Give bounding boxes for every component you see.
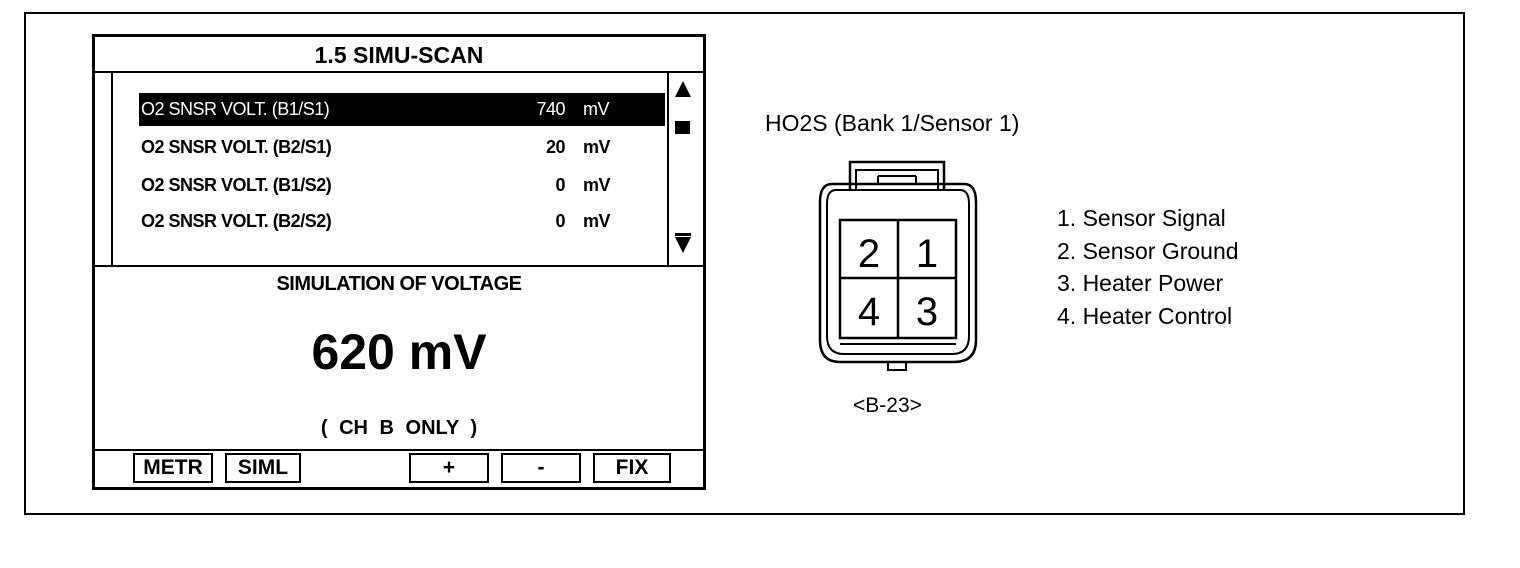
connector-id: <B-23> <box>853 394 922 417</box>
minus-button[interactable]: - <box>501 453 581 483</box>
legend-item: 1. Sensor Signal <box>1057 205 1226 231</box>
simulation-value: 620 mV <box>311 324 487 380</box>
item-name: O2 SNSR VOLT. (B2/S2) <box>141 211 332 231</box>
scroll-down-icon[interactable] <box>675 233 691 253</box>
function-key-bar: METR SIML + - FIX <box>95 449 703 487</box>
pin-label: 2 <box>858 232 880 276</box>
legend-item: 4. Heater Control <box>1057 302 1233 329</box>
item-value: 20 <box>545 137 566 157</box>
connector-title: HO2S (Bank 1/Sensor 1) <box>765 110 1020 136</box>
item-name: O2 SNSR VOLT. (B2/S1) <box>141 137 332 157</box>
item-unit: mV <box>583 211 611 231</box>
item-name: O2 SNSR VOLT. (B1/S1) <box>141 99 330 119</box>
item-unit: mV <box>583 137 611 157</box>
item-value: 0 <box>555 211 565 231</box>
legend-item: 2. Sensor Ground <box>1057 237 1239 264</box>
connector-stub <box>887 361 907 371</box>
item-unit: mV <box>583 175 611 195</box>
pin-label: 4 <box>858 290 880 334</box>
connector-housing-inner <box>826 189 970 355</box>
list-item-b2s2[interactable]: O2 SNSR VOLT. (B2/S2) 0 mV <box>139 205 665 238</box>
metr-button[interactable]: METR <box>133 453 213 483</box>
list-left-divider <box>111 73 113 265</box>
plus-button[interactable]: + <box>409 453 489 483</box>
lock-tab-inner <box>855 169 939 190</box>
list-item-b1s2[interactable]: O2 SNSR VOLT. (B1/S2) 0 mV <box>139 169 665 202</box>
scroll-up-icon[interactable] <box>675 81 691 97</box>
list-item-b1s1[interactable]: O2 SNSR VOLT. (B1/S1) 740 mV <box>139 93 665 126</box>
item-unit: mV <box>583 99 610 119</box>
legend-item: 3. Heater Power <box>1057 270 1224 296</box>
connector-housing-outer <box>818 182 978 364</box>
pin-label: 1 <box>916 232 938 276</box>
figure-frame <box>24 12 1465 515</box>
lock-tab <box>848 160 946 190</box>
data-list: O2 SNSR VOLT. (B1/S1) 740 mV O2 SNSR VOL… <box>95 73 703 265</box>
siml-button[interactable]: SIML <box>225 453 301 483</box>
scanner-screen: 1.5 SIMU-SCAN O2 SNSR VOLT. (B1/S1) 740 … <box>92 34 706 490</box>
pin-label: 3 <box>916 290 938 334</box>
item-value: 740 <box>536 99 565 119</box>
list-item-b2s1[interactable]: O2 SNSR VOLT. (B2/S1) 20 mV <box>139 131 665 164</box>
item-name: O2 SNSR VOLT. (B1/S2) <box>141 175 332 195</box>
simulation-label: SIMULATION OF VOLTAGE <box>276 273 522 295</box>
simulation-note: ( CH B ONLY ) <box>320 417 478 439</box>
lock-latch <box>856 175 938 185</box>
screen-title: 1.5 SIMU-SCAN <box>95 37 703 73</box>
scroll-thumb-icon[interactable] <box>675 121 690 134</box>
fix-button[interactable]: FIX <box>593 453 671 483</box>
scrollbar-divider <box>667 73 669 265</box>
simulation-panel: SIMULATION OF VOLTAGE 620 mV ( CH B ONLY… <box>95 265 703 451</box>
item-value: 0 <box>555 175 565 195</box>
pin-legend: 1. Sensor Signal 2. Sensor Ground 3. Hea… <box>1057 202 1239 332</box>
connector-diagram: 2 1 4 3 <box>818 160 978 371</box>
